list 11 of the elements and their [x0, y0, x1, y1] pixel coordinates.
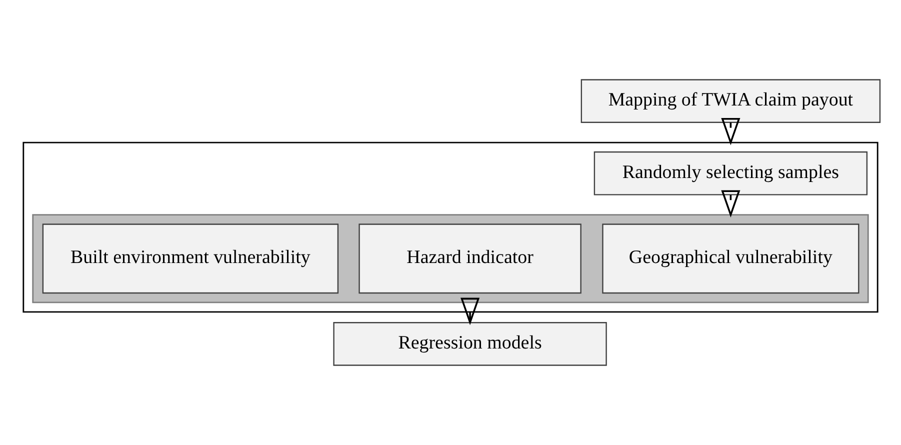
arrow: [721, 118, 740, 146]
cluster: [22, 142, 878, 313]
node-box: Built environment vulnerability: [42, 224, 339, 294]
node-box: Hazard indicator: [358, 224, 582, 294]
node-box: Regression models: [333, 322, 607, 366]
cluster: [32, 214, 869, 304]
node-box: Mapping of TWIA claim payout: [580, 79, 881, 123]
arrow: [460, 298, 480, 326]
node-box: Geographical vulnerability: [602, 224, 860, 294]
node-box: Randomly selecting samples: [594, 151, 868, 196]
arrow: [721, 190, 740, 218]
